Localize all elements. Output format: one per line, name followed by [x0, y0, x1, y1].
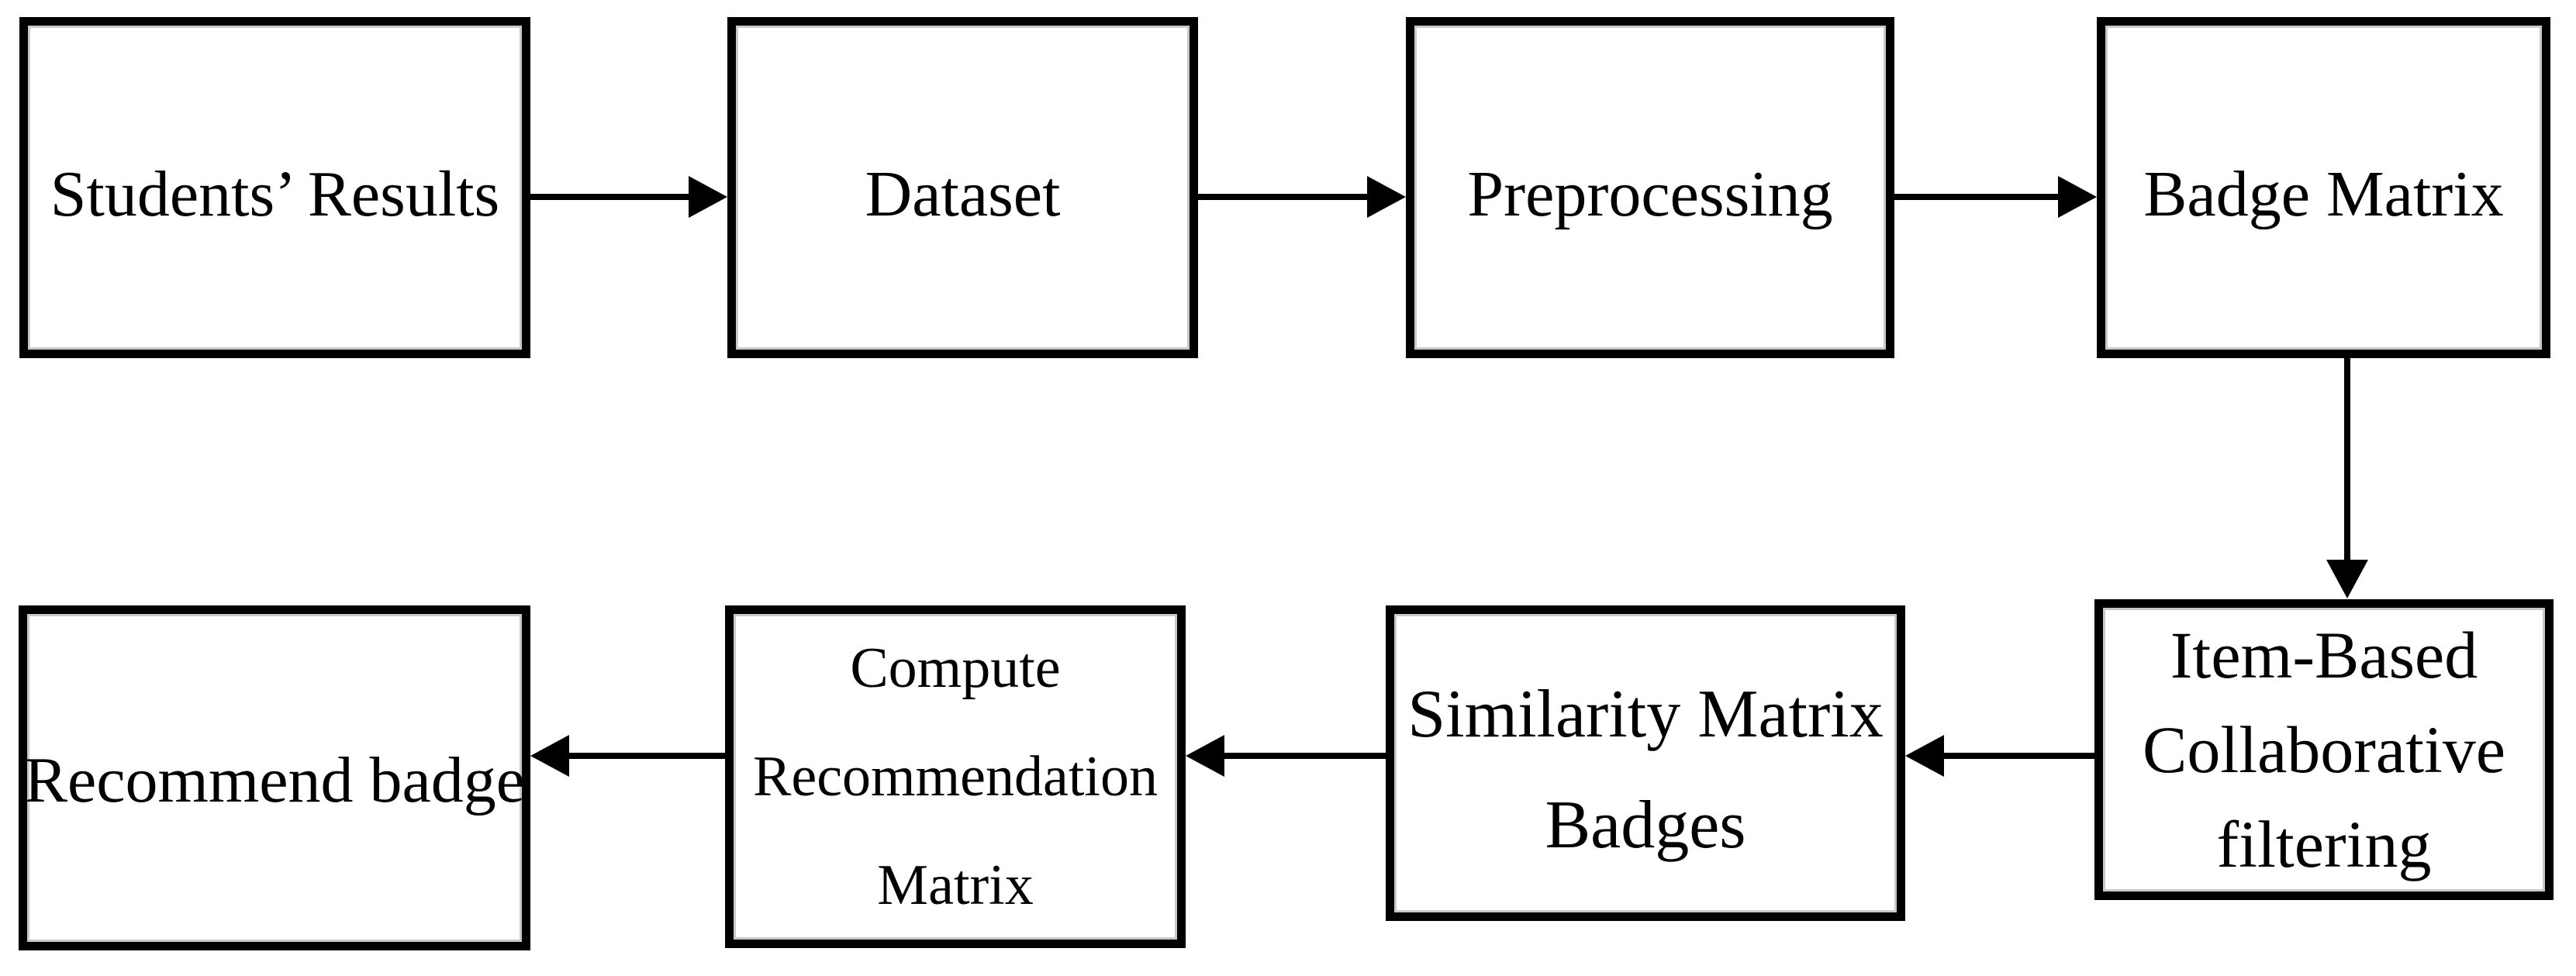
node-label: Students’ Results: [50, 158, 500, 230]
arrow-line: [566, 753, 725, 759]
node-label-line-1: Item-Based: [2170, 618, 2478, 692]
node-label-line-2: Recommendation: [753, 745, 1158, 809]
node-label: Badge Matrix: [2143, 158, 2504, 230]
node-recommend-badge: Recommend badge: [19, 605, 530, 950]
node-label: Dataset: [865, 158, 1061, 230]
arrow-left-icon: [1905, 735, 1944, 777]
node-label-line-1: Similarity Matrix: [1407, 676, 1884, 752]
node-label-line-3: filtering: [2216, 807, 2432, 881]
arrow-line: [1198, 194, 1370, 200]
node-preprocessing: Preprocessing: [1406, 17, 1894, 358]
arrow-left-icon: [530, 735, 569, 777]
arrow-down-icon: [2326, 560, 2368, 598]
node-dataset: Dataset: [727, 17, 1198, 358]
node-badge-matrix: Badge Matrix: [2097, 17, 2550, 358]
node-label: Preprocessing: [1467, 158, 1833, 230]
arrow-line: [1894, 194, 2061, 200]
node-students-results: Students’ Results: [19, 17, 530, 358]
node-label-line-2: Collaborative: [2142, 712, 2506, 787]
arrow-left-icon: [1186, 735, 1224, 777]
node-label-line-1: Compute: [850, 636, 1061, 700]
arrow-line: [530, 194, 692, 200]
arrow-right-icon: [689, 176, 727, 218]
node-compute-recommendation-matrix: Compute Recommendation Matrix: [725, 605, 1186, 948]
arrow-line: [2344, 353, 2350, 563]
arrow-right-icon: [1367, 176, 1406, 218]
node-label: Recommend badge: [23, 743, 526, 816]
arrow-line: [1941, 753, 2094, 759]
node-label-line-2: Badges: [1545, 787, 1746, 863]
arrow-line: [1221, 753, 1386, 759]
node-label-line-3: Matrix: [877, 854, 1034, 917]
arrow-right-icon: [2058, 176, 2097, 218]
node-item-based-collaborative-filtering: Item-Based Collaborative filtering: [2094, 599, 2554, 900]
node-similarity-matrix-badges: Similarity Matrix Badges: [1386, 605, 1905, 921]
